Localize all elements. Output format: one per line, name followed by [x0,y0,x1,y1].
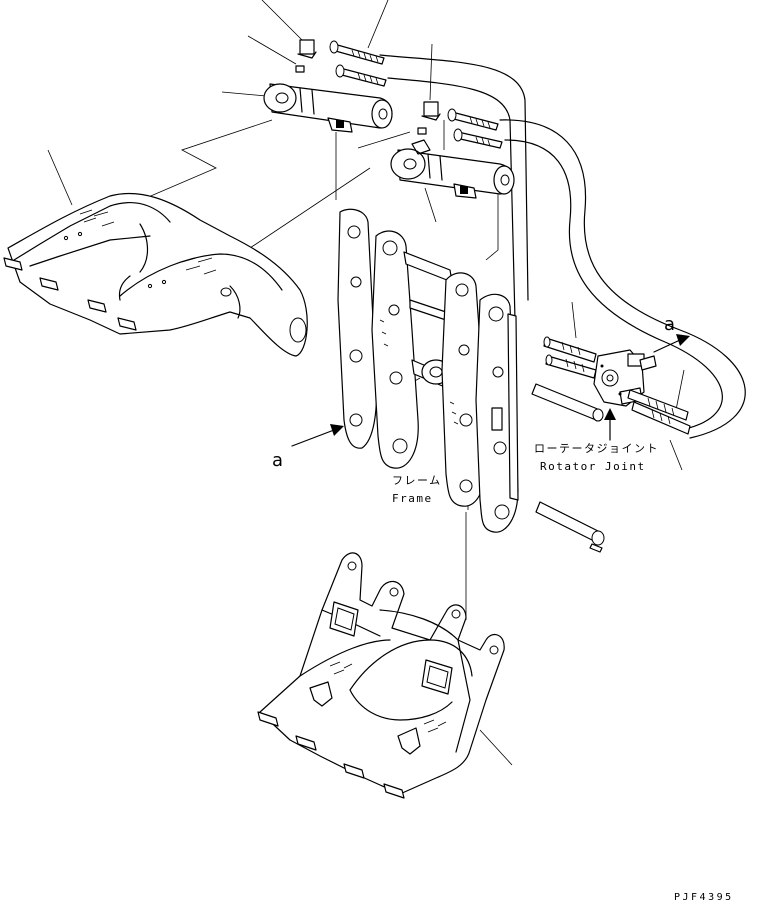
drawing-code: PJF4395 [674,892,734,903]
view-a-left-label: a [272,450,283,471]
upper-fork-assembly [3,192,308,357]
hydraulic-hoses [379,54,746,439]
leader-lines [47,0,685,766]
rotator-joint-label-jp: ローテータジョイント [534,442,659,455]
view-arrow-left [291,424,344,447]
rotator-joint [543,336,691,435]
frame-label-jp: フレーム [392,474,442,487]
hydraulic-cylinder-upper [263,83,393,133]
pins [531,383,605,553]
view-arrow-right [653,334,690,353]
rotator-arrow [604,408,616,441]
rotator-joint-label-en: Rotator Joint [540,460,646,473]
frame-assembly [337,208,519,533]
frame-label-en: Frame [392,492,433,505]
bolts-and-fittings [295,39,503,149]
hydraulic-cylinder-lower [390,139,515,199]
view-a-right-label: a [664,314,675,335]
lower-fork-assembly [257,552,505,799]
